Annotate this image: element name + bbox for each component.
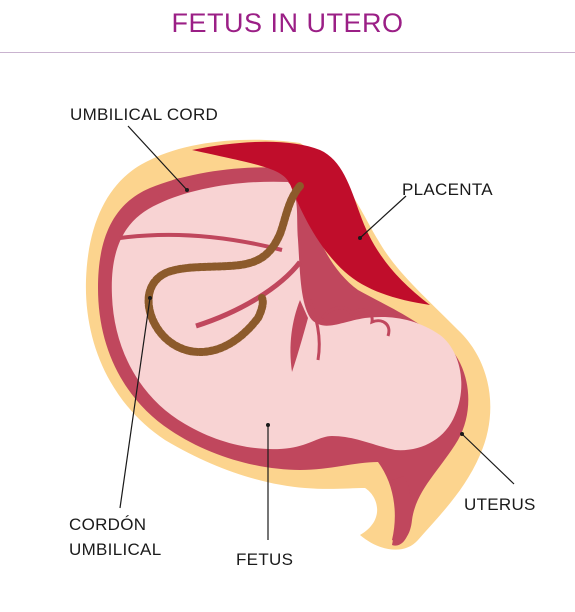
fetus-face-fold — [308, 299, 321, 361]
fetus-leg-fold — [195, 260, 302, 329]
leader-cordon — [119, 297, 151, 509]
fetus-face — [320, 306, 391, 337]
label-fetus: FETUS — [236, 550, 294, 569]
label-placenta: PLACENTA — [402, 180, 493, 199]
leader-umbilical-cord — [127, 125, 188, 191]
leader-placenta — [359, 195, 407, 239]
leader-dot-placenta — [358, 236, 362, 240]
label-umbilical-cord: UMBILICAL CORD — [70, 105, 219, 124]
fetus-hand — [290, 300, 308, 372]
fetus-body — [111, 181, 462, 451]
diagram-title: FETUS IN UTERO — [171, 8, 404, 38]
leader-dot-umbilical-cord — [185, 188, 189, 192]
placenta — [192, 141, 430, 305]
label-cordon-line1: CORDÓN — [69, 515, 147, 534]
title-divider — [0, 52, 575, 53]
leader-dot-uterus — [460, 432, 464, 436]
label-uterus: UTERUS — [464, 495, 536, 514]
label-cordon-line2: UMBILICAL — [69, 540, 162, 559]
leader-uterus — [461, 433, 515, 485]
leader-dot-fetus — [266, 423, 270, 427]
umbilical-cord — [144, 182, 304, 357]
fetus-arm-fold — [119, 232, 283, 252]
cervix — [392, 476, 411, 546]
leader-dot-cordon — [148, 296, 152, 300]
